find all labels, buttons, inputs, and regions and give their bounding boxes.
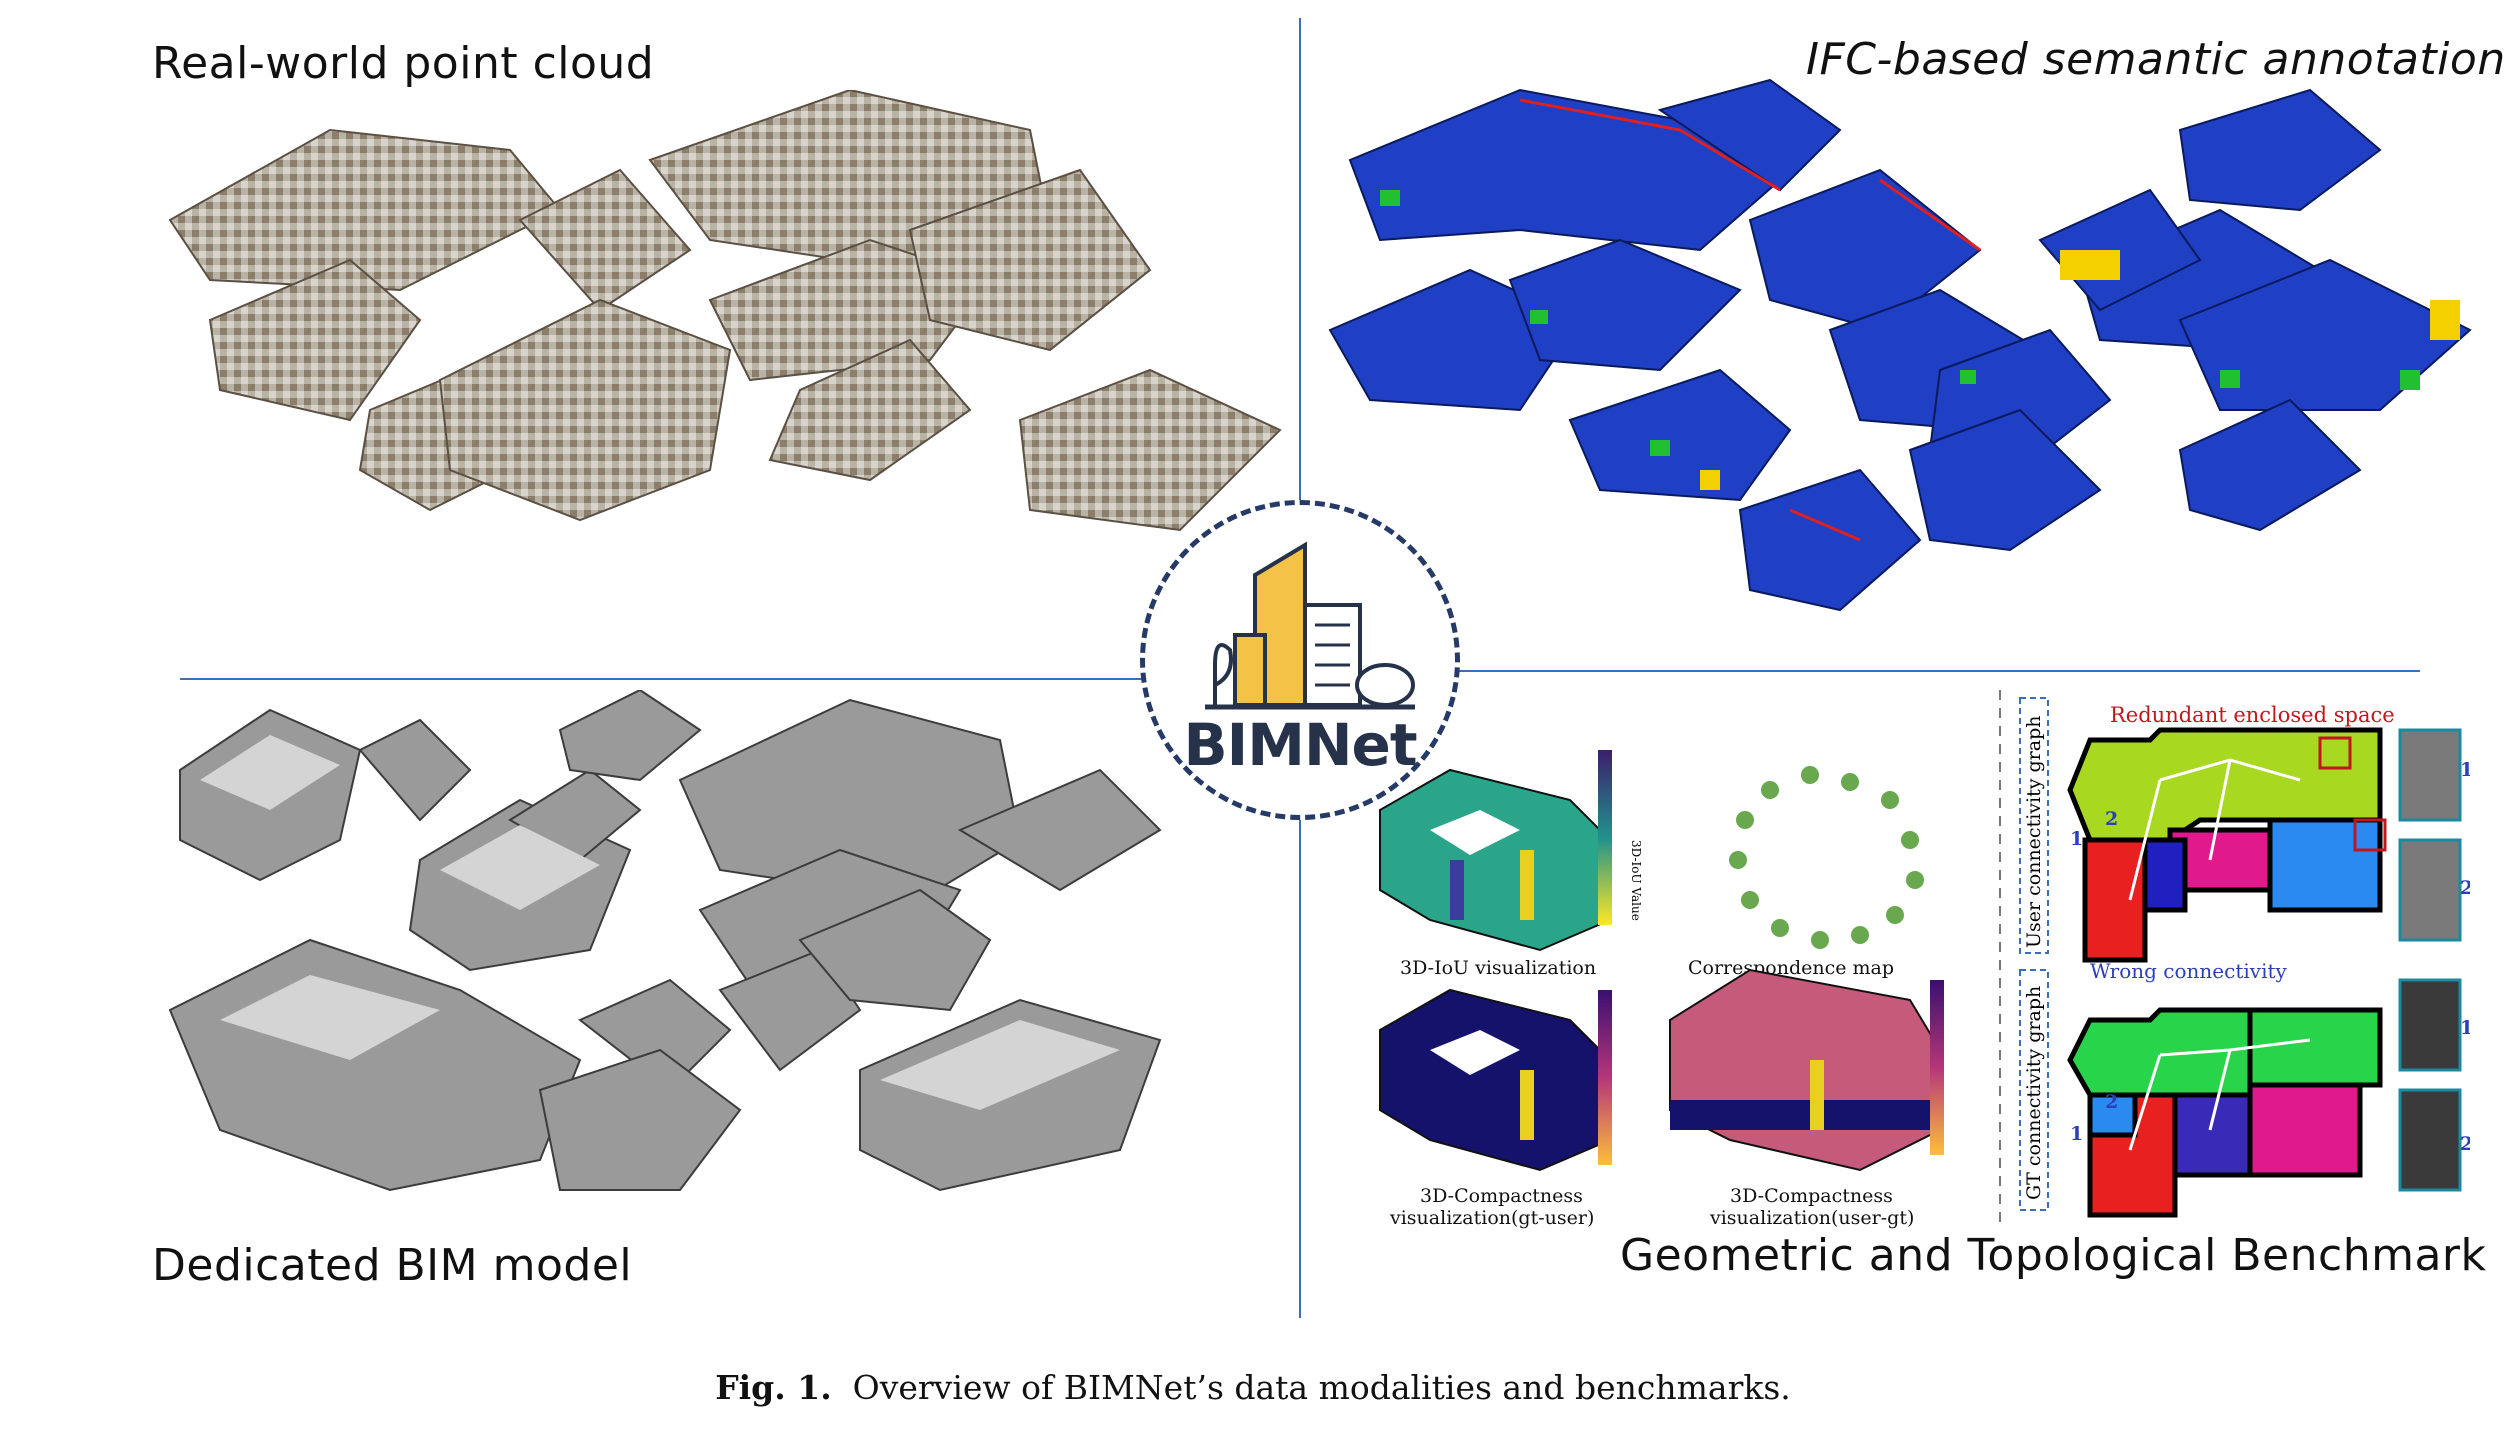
- gt-graph-edges: [2128, 1038, 2311, 1151]
- scan-building-2: [438, 90, 1282, 532]
- correspondence-map: [1729, 766, 1924, 949]
- iou-visualization: [1379, 768, 1611, 952]
- gt-graph-label: GT connectivity graph: [2023, 986, 2045, 1200]
- compact-colorbar-2: [1930, 980, 1944, 1155]
- horizontal-divider-left: [180, 678, 1300, 680]
- user-floorplan: [2067, 727, 2383, 963]
- title-benchmark: Geometric and Topological Benchmark: [1620, 1230, 2487, 1281]
- wrong-label: Wrong connectivity: [2090, 959, 2288, 983]
- compact-user-gt-label-2: visualization(user-gt): [1709, 1207, 1914, 1229]
- redundant-box-1: [2318, 736, 2352, 770]
- bim-roof-highlights: [200, 735, 1120, 1110]
- horizontal-divider-right: [1300, 670, 2420, 672]
- correspondence-label: Correspondence map: [1688, 957, 1894, 979]
- ifc-building-1: [1328, 78, 2472, 612]
- benchmark-panel: 3D-IoU Value 3D-IoU visualization Corres…: [1379, 690, 2470, 1230]
- ifc-accents: [1380, 190, 2420, 456]
- compactness-gt-user: [1379, 988, 1611, 1172]
- user-num-2: 2: [2105, 808, 2118, 830]
- thumb-num-2b: 2: [2460, 1133, 2470, 1155]
- gt-floorplan: [2067, 1007, 2383, 1218]
- iou-colorbar-label: 3D-IoU Value: [1629, 840, 1643, 921]
- gt-num-2: 2: [2105, 1091, 2118, 1113]
- redundant-box-2: [2353, 818, 2387, 852]
- thumb-num-2a: 2: [2460, 877, 2470, 899]
- redundant-label: Redundant enclosed space: [2110, 703, 2395, 727]
- logo-text: BIMNet: [1183, 711, 1417, 779]
- ifc-yellow-accents: [1700, 250, 2460, 490]
- ifc-annotations: [1328, 78, 2472, 612]
- title-real-world-point-cloud: Real-world point cloud: [152, 38, 655, 89]
- user-graph-label: User connectivity graph: [2023, 716, 2045, 948]
- compact-gt-user-label-1: 3D-Compactness: [1420, 1185, 1583, 1207]
- user-graph-box: [2019, 697, 2049, 954]
- title-dedicated-bim-model: Dedicated BIM model: [152, 1240, 633, 1291]
- gt-num-1: 1: [2070, 1123, 2083, 1145]
- iou-label: 3D-IoU visualization: [1400, 957, 1596, 979]
- compact-gt-user-label-2: visualization(gt-user): [1389, 1207, 1594, 1229]
- user-graph-edges: [2128, 758, 2301, 901]
- ifc-red-accents: [1519, 98, 1981, 542]
- compact-colorbar-1: [1598, 990, 1612, 1165]
- bim-models: [168, 690, 1162, 1192]
- caption-fig-number: Fig. 1.: [715, 1368, 832, 1407]
- bimnet-logo: BIMNet: [1140, 500, 1460, 820]
- zoom-thumbnails: [2398, 728, 2462, 1192]
- thumb-num-1b: 1: [2460, 1017, 2470, 1039]
- title-ifc-semantic-annotation: IFC-based semantic annotation: [1806, 34, 2506, 85]
- thumb-num-1a: 1: [2460, 759, 2470, 781]
- compactness-user-gt: [1669, 968, 1941, 1172]
- compact-user-gt-label-1: 3D-Compactness: [1730, 1185, 1893, 1207]
- figure-caption: Fig. 1. Overview of BIMNet’s data modali…: [0, 1368, 2506, 1407]
- building-icon: [1205, 541, 1415, 710]
- gt-graph-box: [2019, 969, 2049, 1211]
- user-num-1: 1: [2070, 828, 2083, 850]
- point-cloud-scans: [168, 90, 1282, 532]
- caption-text: Overview of BIMNet’s data modalities and…: [852, 1368, 1791, 1407]
- iou-colorbar: [1598, 750, 1612, 925]
